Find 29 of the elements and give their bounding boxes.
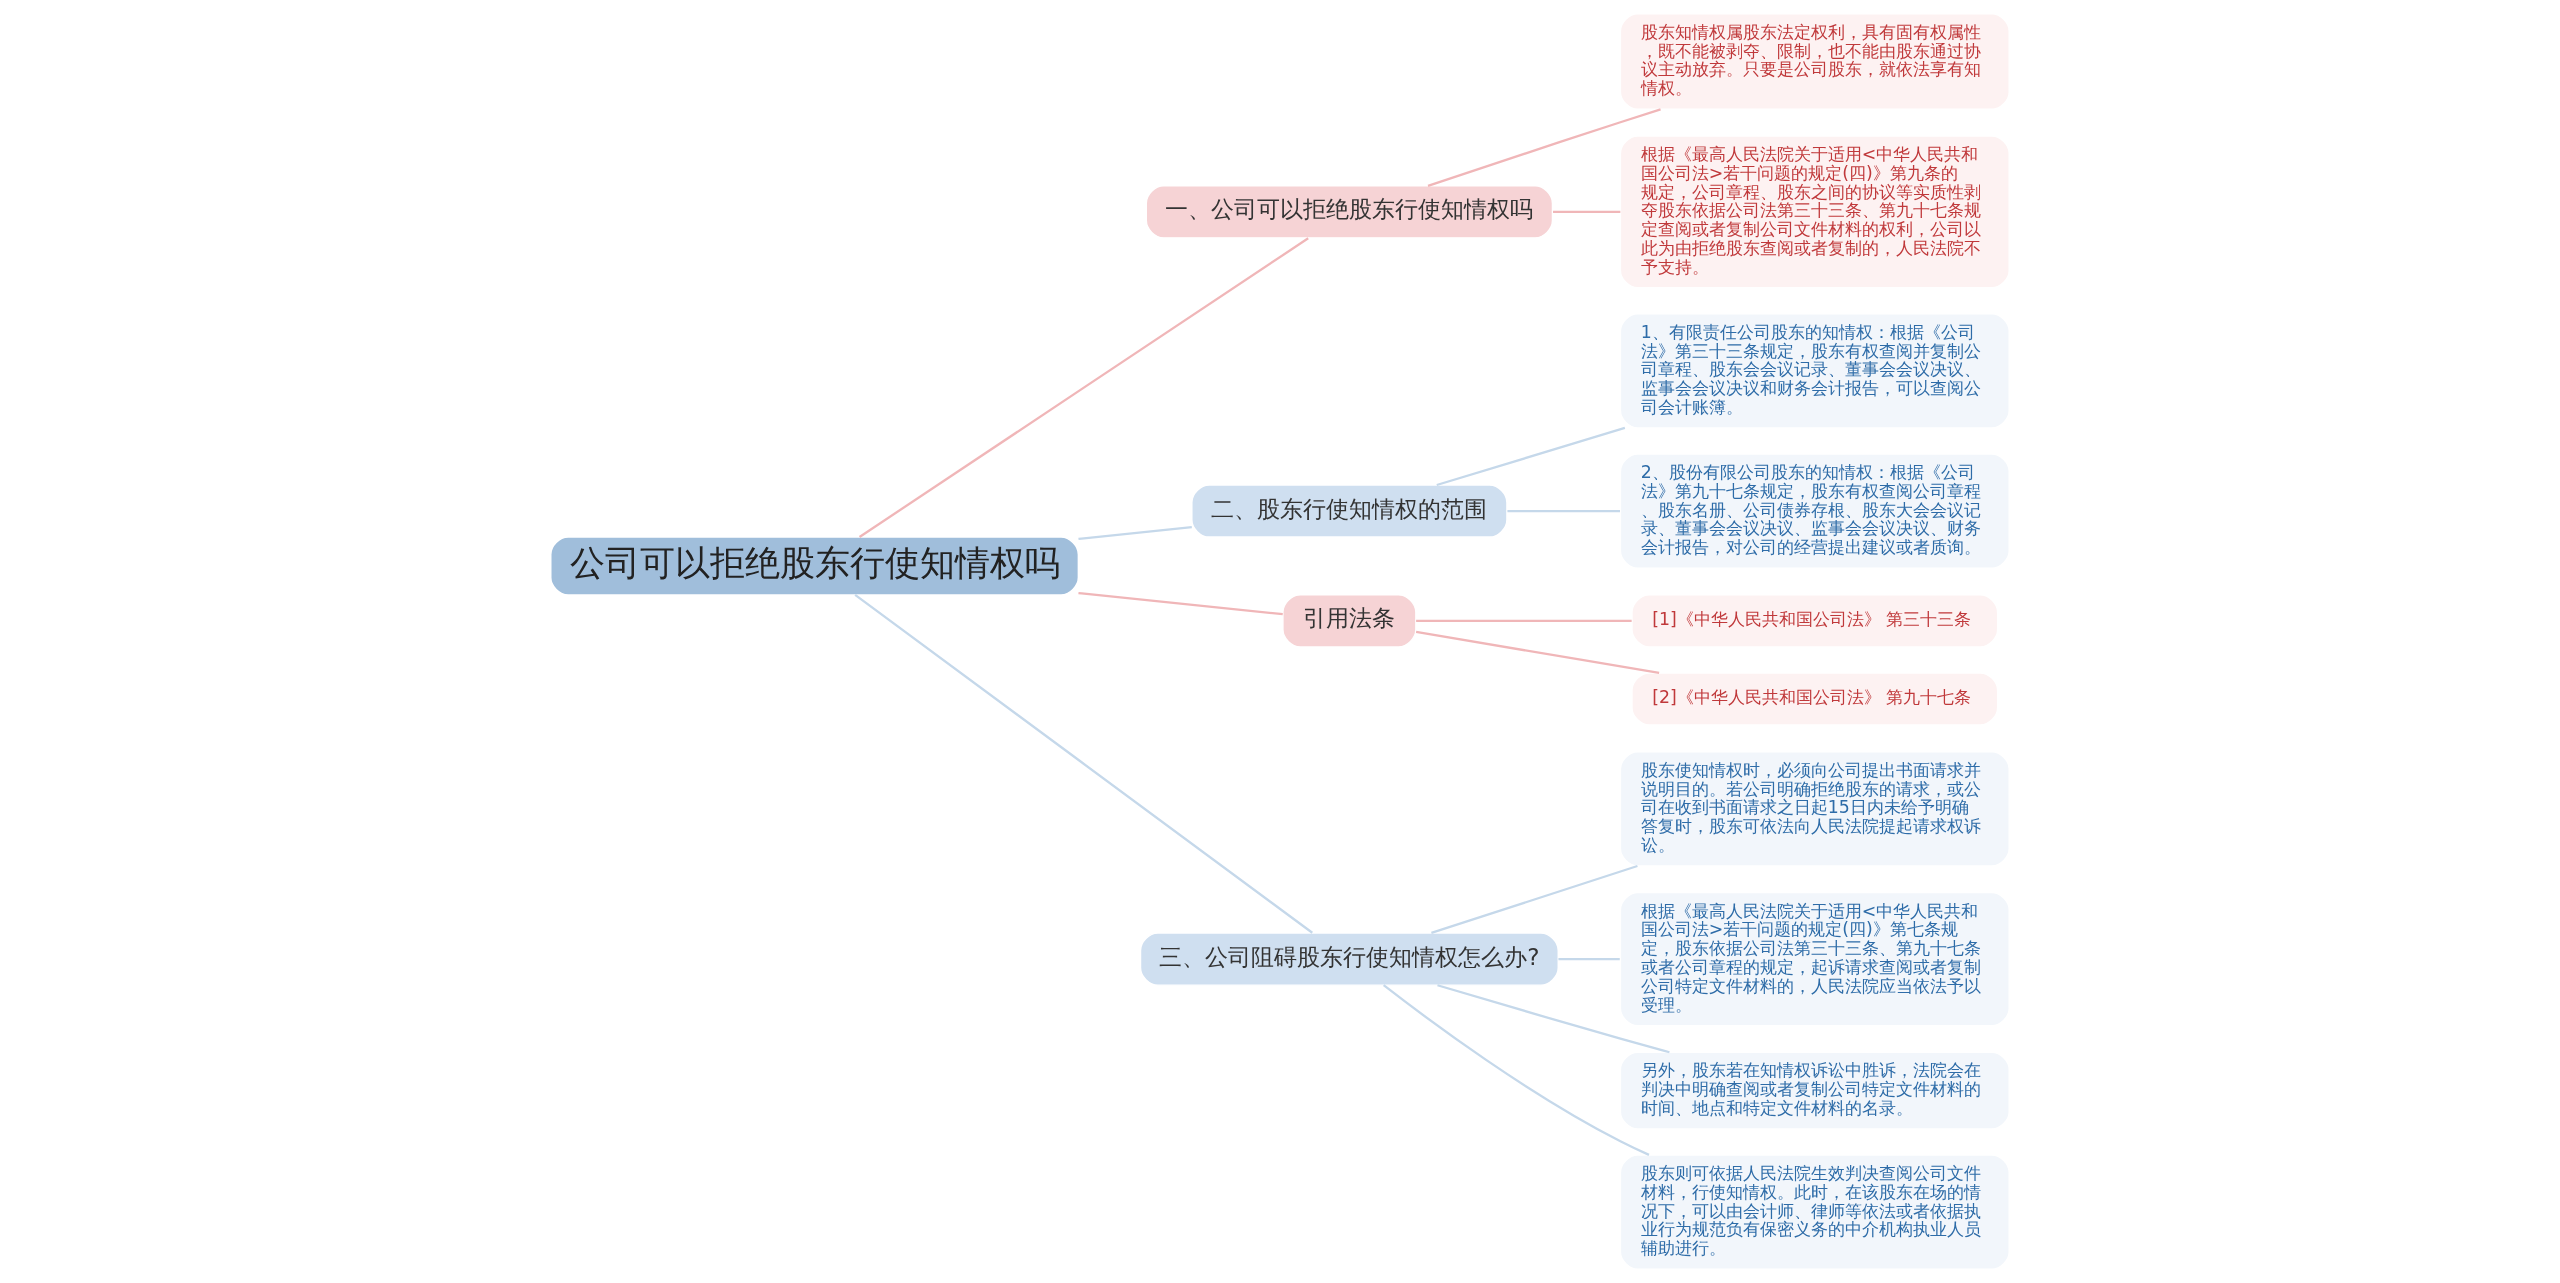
connector [854, 593, 1313, 934]
node-box: 1、有限责任公司股东的知情权：根据《公司法》第三十三条规定，股东有权查阅并复制公司章程、股东会会议记录、董事会会议决议、监事会会议决议和财务会计报告，可以查阅公司会计账簿。 [1619, 313, 2010, 429]
node-box: 另外，股东若在知情权诉讼中胜诉，法院会在判决中明确查阅或者复制公司特定文件材料的时间、地点和特定文件材料的名录。 [1619, 1051, 2010, 1130]
connector [1078, 526, 1192, 540]
connector [1558, 957, 1620, 961]
node-box: [1]《中华人民共和国公司法》 第三十三条 [1631, 594, 1999, 648]
node-box: 股东知情权属股东法定权利，具有固有权属性，既不能被剥夺、限制，也不能由股东通过协议主动放弃。只要是公司股东，就依法享有知情权。 [1619, 13, 2010, 110]
node-box: 二、股东行使知情权的范围 [1191, 484, 1508, 538]
connector [1427, 108, 1661, 187]
node-box: 股东则可依据人民法院生效判决查阅公司文件材料，行使知情权。此时，在该股东在场的情况下，可以由会计师、律师等依法或者依据执业行为规范负有保密义务的中介机构执业人员辅助进行。 [1619, 1154, 2010, 1270]
node-box: 2、股份有限公司股东的知情权：根据《公司法》第九十七条规定，股东有权查阅公司章程、股东名册、公司债券存根、股东大会会议记录、董事会会议决议、监事会会议决议、财务会计报告，对公司的经营提出建议或者质询。 [1619, 453, 2010, 569]
connector [1553, 210, 1621, 213]
node-box: 根据《最高人民法院关于适用<中华人民共和国公司法>若干问题的规定(四)》第七条规定，股东依据公司法第三十三条、第九十七条或者公司章程的规定，起诉请求查阅或者复制公司特定文件材料的，人民法院应当依法予以受理。 [1619, 891, 2010, 1027]
connector [1415, 630, 1660, 675]
node-box: 公司可以拒绝股东行使知情权吗 [550, 536, 1080, 596]
node-box: 三、公司阻碍股东行使知情权怎么办? [1139, 932, 1559, 986]
node-box: [2]《中华人民共和国公司法》 第九十七条 [1631, 672, 1999, 726]
connector [1382, 984, 1650, 1156]
node-box: 引用法条 [1282, 594, 1417, 648]
connector [1416, 619, 1632, 623]
node-box: 股东使知情权时，必须向公司提出书面请求并说明目的。若公司明确拒绝股东的请求，或公司在收到书面请求之日起15日内未给予明确答复时，股东可依法向人民法院提起请求权诉讼。 [1619, 751, 2010, 867]
connector [858, 237, 1309, 538]
connector [1436, 426, 1626, 487]
connector [1507, 509, 1620, 513]
connector [1078, 591, 1283, 616]
connector [1431, 864, 1638, 935]
node-box: 一、公司可以拒绝股东行使知情权吗 [1145, 185, 1554, 239]
node-box: 根据《最高人民法院关于适用<中华人民共和国公司法>若干问题的规定(四)》第九条的规定，公司章程、股东之间的协议等实质性剥夺股东依据公司法第三十三条、第九十七条规定查阅或者复制公司文件材料的权利，公司以此为由拒绝股东查阅或者复制的，人民法院不予支持。 [1619, 135, 2010, 289]
connector [1437, 984, 1670, 1054]
